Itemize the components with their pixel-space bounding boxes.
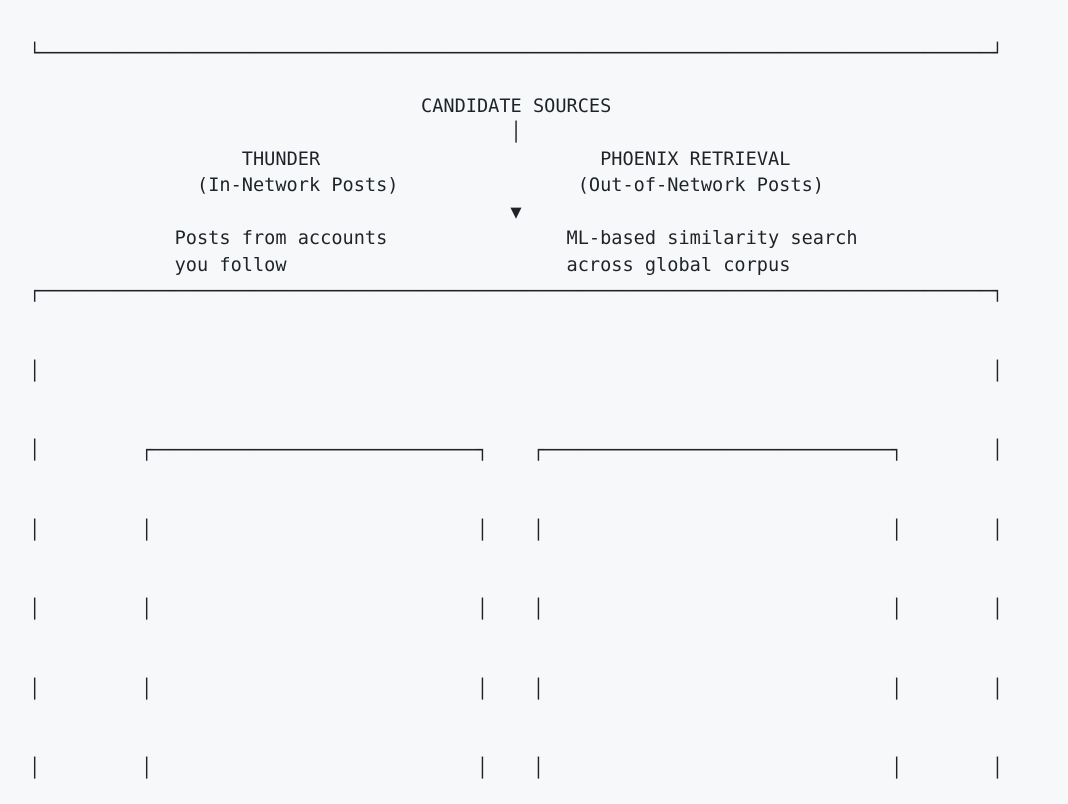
connector-pipe-top: │ — [29, 122, 522, 143]
previous-box-bottom-border: └───────────────────────────────────────… — [29, 42, 1003, 64]
phoenix-box-description-line1: ML-based similarity search — [566, 228, 858, 249]
phoenix-box-subtitle: (Out-of-Network Posts) — [577, 175, 824, 196]
thunder-box-title: THUNDER — [241, 148, 321, 170]
thunder-box-description-line1: Posts from accounts — [174, 228, 388, 249]
inner-boxes-description-row1-border: │ │ │ │ │ │ — [29, 758, 1003, 779]
thunder-box-description-line2: you follow — [174, 254, 287, 276]
thunder-box-subtitle: (In-Network Posts) — [197, 175, 399, 196]
candidate-sources-title: CANDIDATE SOURCES — [421, 95, 612, 117]
candidate-sources-title-row-border: │ │ — [29, 360, 1003, 382]
down-arrow-top-icon: ▼ — [29, 201, 522, 223]
ascii-flow-diagram: └───────────────────────────────────────… — [29, 0, 1003, 804]
inner-boxes-top-border-row: │ ┌─────────────────────────────┐ ┌─────… — [29, 440, 1003, 461]
candidate-sources-box-top-border: ┌───────────────────────────────────────… — [29, 281, 1003, 302]
phoenix-box-title: PHOENIX RETRIEVAL — [600, 148, 791, 170]
inner-boxes-empty-row-border: │ │ │ │ │ │ — [29, 678, 1003, 700]
inner-boxes-title-row-border: │ │ │ │ │ │ — [29, 519, 1003, 541]
phoenix-box-description-line2: across global corpus — [566, 254, 791, 276]
inner-boxes-subtitle-row-border: │ │ │ │ │ │ — [29, 599, 1003, 620]
